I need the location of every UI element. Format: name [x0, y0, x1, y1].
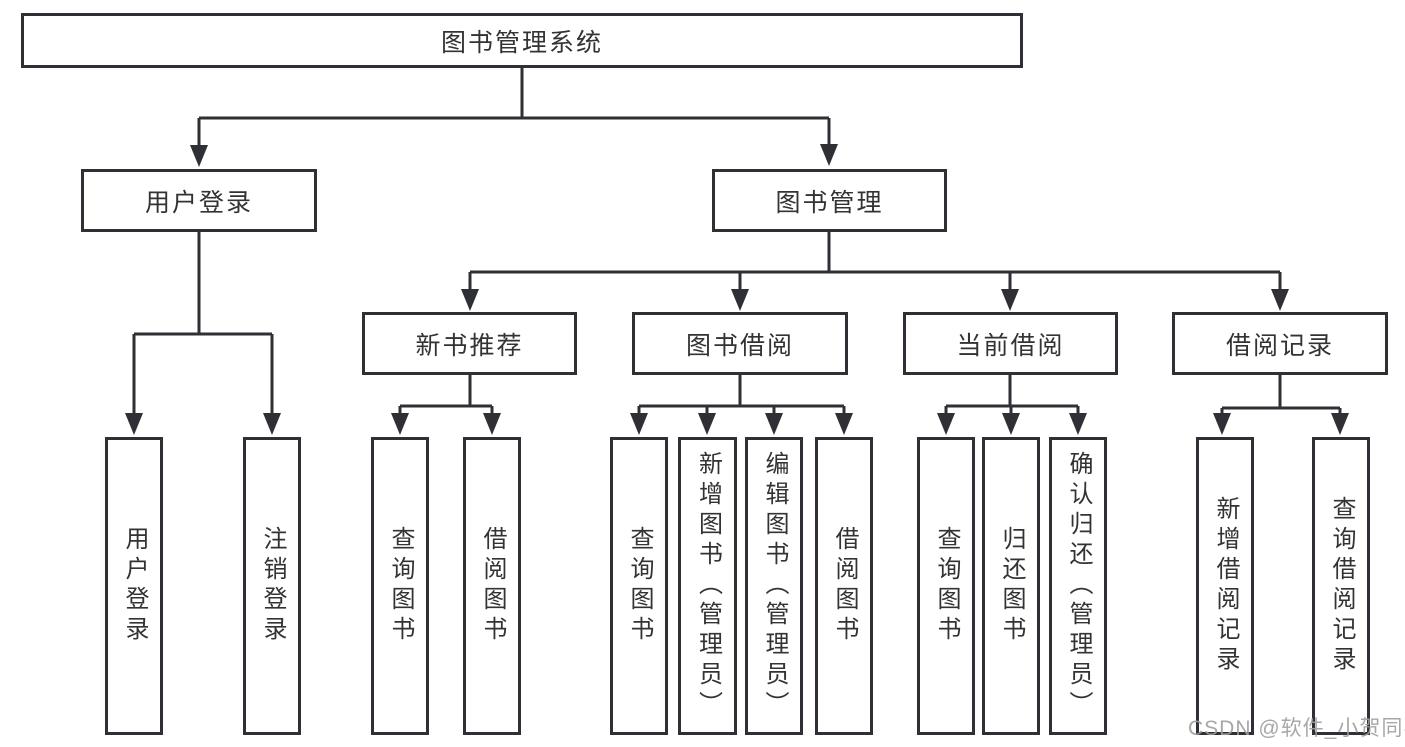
node-query-books-borrow-label: 查询图书	[626, 526, 653, 646]
node-book-borrow-label: 图书借阅	[685, 331, 794, 360]
node-logout-label: 注销登录	[259, 526, 286, 646]
node-edit-book-admin: 编辑图书（管理员）	[745, 437, 803, 735]
node-query-books-recommend: 查询图书	[371, 437, 429, 735]
node-edit-book-admin-label: 编辑图书（管理员）	[761, 451, 788, 721]
node-return-book: 归还图书	[982, 437, 1040, 735]
node-add-borrow-record-label: 新增借阅记录	[1212, 496, 1239, 676]
node-root: 图书管理系统	[21, 13, 1023, 68]
node-add-book-admin-label: 新增图书（管理员）	[694, 451, 722, 721]
node-logout: 注销登录	[243, 437, 301, 735]
node-user-login-group: 用户登录	[81, 169, 317, 232]
node-borrow-records: 借阅记录	[1172, 312, 1388, 375]
node-query-borrow-record: 查询借阅记录	[1312, 437, 1370, 735]
node-borrow-books-recommend-label: 借阅图书	[479, 526, 506, 646]
node-query-books-current-label: 查询图书	[933, 526, 960, 646]
node-confirm-return-admin: 确认归还（管理员）	[1049, 437, 1107, 735]
node-borrow-records-label: 借阅记录	[1225, 331, 1334, 360]
node-query-books-recommend-label: 查询图书	[387, 526, 414, 646]
node-user-login-group-label: 用户登录	[144, 188, 253, 217]
node-new-book-recommend-label: 新书推荐	[415, 331, 524, 360]
csdn-watermark: CSDN @软件_小贺同学	[1188, 717, 1405, 740]
node-new-book-recommend: 新书推荐	[362, 312, 577, 375]
node-book-management-label: 图书管理	[775, 188, 884, 217]
node-add-borrow-record: 新增借阅记录	[1196, 437, 1254, 735]
node-add-book-admin: 新增图书（管理员）	[678, 437, 737, 735]
node-query-books-borrow: 查询图书	[610, 437, 668, 735]
node-borrow-books: 借阅图书	[815, 437, 873, 735]
node-borrow-books-label: 借阅图书	[831, 526, 858, 646]
node-borrow-books-recommend: 借阅图书	[463, 437, 521, 735]
node-current-borrow: 当前借阅	[903, 312, 1118, 375]
node-user-login-label: 用户登录	[121, 526, 148, 646]
node-book-borrow: 图书借阅	[632, 312, 848, 375]
node-return-book-label: 归还图书	[998, 526, 1025, 646]
node-book-management: 图书管理	[712, 169, 947, 232]
node-query-borrow-record-label: 查询借阅记录	[1328, 496, 1355, 676]
node-current-borrow-label: 当前借阅	[956, 331, 1065, 360]
node-user-login: 用户登录	[105, 437, 163, 735]
arrowheads	[125, 144, 1349, 435]
node-query-books-current: 查询图书	[917, 437, 975, 735]
node-root-label: 图书管理系统	[440, 28, 603, 57]
node-confirm-return-admin-label: 确认归还（管理员）	[1065, 451, 1092, 721]
